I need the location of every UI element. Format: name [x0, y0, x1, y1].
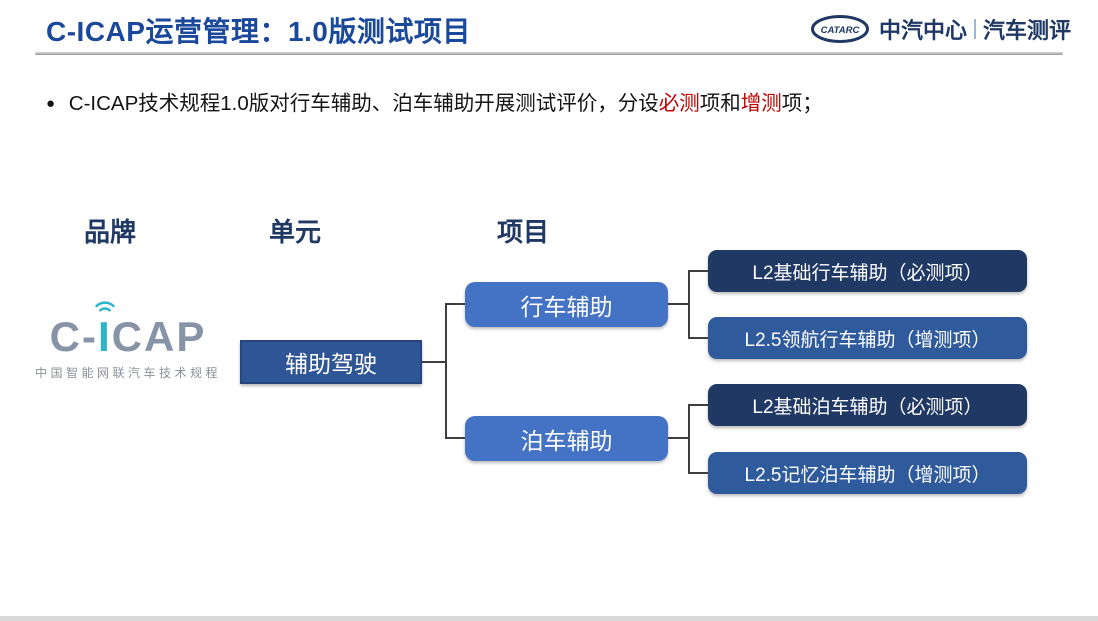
bullet-text-red-optional: 增测	[740, 92, 782, 115]
leaf-node-l25-driving-optional: L2.5领航行车辅助（增测项）	[708, 317, 1027, 359]
bullet-line: ● C-ICAP技术规程1.0版对行车辅助、泊车辅助开展测试评价，分设必测项和增…	[46, 86, 1056, 116]
org-name: 中汽中心	[879, 18, 968, 43]
cicap-word-i: I	[97, 313, 112, 360]
cicap-word-prefix: C-	[49, 313, 98, 360]
connector-line	[668, 437, 688, 439]
page-title: C-ICAP运营管理：1.0版测试项目	[46, 16, 471, 47]
column-header-item: 项目	[497, 217, 550, 247]
product-name: 汽车测评	[983, 18, 1072, 43]
connector-line	[688, 404, 708, 406]
column-header-unit: 单元	[269, 217, 322, 247]
logo-divider	[974, 19, 977, 39]
catarc-oval-icon: CATARC	[811, 15, 869, 43]
connector-line	[445, 303, 447, 438]
bullet-text-red-required: 必测	[658, 92, 700, 115]
connector-line	[688, 405, 690, 473]
connector-line	[668, 303, 688, 305]
connector-line	[688, 270, 708, 272]
column-header-brand: 品牌	[84, 217, 137, 247]
connector-line	[422, 361, 445, 363]
connector-line	[688, 337, 708, 339]
bullet-marker: ●	[46, 95, 56, 112]
tree-root-node: 辅助驾驶	[240, 340, 422, 384]
bullet-text-2: 项和	[699, 92, 741, 115]
leaf-node-l25-parking-optional: L2.5记忆泊车辅助（增测项）	[708, 452, 1027, 494]
connector-line	[688, 271, 690, 338]
bullet-text-1: C-ICAP技术规程1.0版对行车辅助、泊车辅助开展测试评价，分设	[68, 92, 659, 115]
catarc-oval-text: CATARC	[821, 25, 860, 36]
connector-line	[445, 303, 465, 305]
wifi-signal-icon	[95, 301, 115, 312]
title-underline-rule	[35, 52, 1063, 55]
connector-line	[445, 437, 465, 439]
leaf-node-l2-parking-required: L2基础泊车辅助（必测项）	[708, 384, 1027, 426]
leaf-node-l2-driving-required: L2基础行车辅助（必测项）	[708, 250, 1027, 292]
cicap-subtitle: 中国智能网联汽车技术规程	[34, 366, 221, 380]
branch-node-driving-assist: 行车辅助	[465, 282, 668, 327]
branch-node-parking-assist: 泊车辅助	[465, 416, 668, 461]
catarc-header-logo: CATARC 中汽中心 汽车测评	[810, 13, 1071, 45]
connector-line	[688, 472, 708, 474]
footer-bar	[0, 616, 1098, 621]
bullet-text-3: 项；	[781, 92, 823, 115]
cicap-word-suffix: CAP	[111, 313, 207, 360]
